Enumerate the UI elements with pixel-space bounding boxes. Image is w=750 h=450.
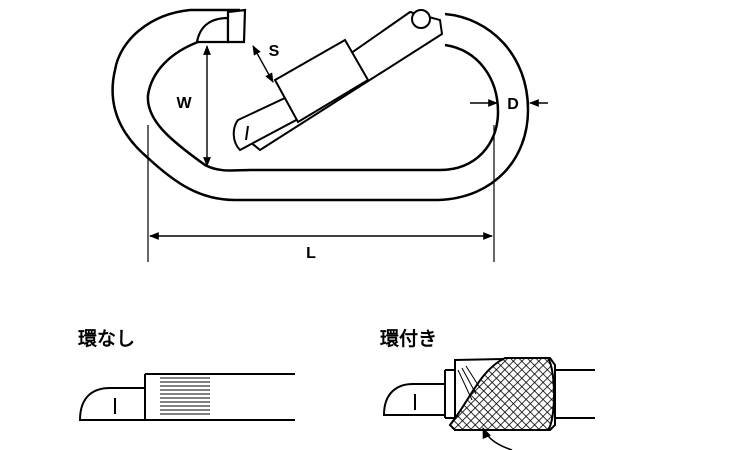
gate-detail-without-ring [78,373,295,421]
variant-without-ring: 環なし [78,328,295,421]
carabiner-body [111,8,530,202]
dimension-d: D [470,96,548,113]
caption-with-ring: 環付き [380,327,437,350]
knurled-ring [448,357,555,431]
gate-detail-with-ring [382,356,595,450]
carabiner-gate [232,9,444,152]
carabiner-hook-nose [195,8,247,44]
dimension-w: W [176,45,211,167]
label-l: L [306,245,316,262]
dimension-l: L [147,125,495,262]
dimension-s: S [252,43,280,83]
label-d: D [507,96,519,113]
ring-pointer-arrow [482,426,513,450]
label-w: W [176,95,192,112]
label-s: S [269,43,280,60]
caption-without-ring: 環なし [78,328,135,350]
variant-with-ring: 環付き [380,327,595,450]
